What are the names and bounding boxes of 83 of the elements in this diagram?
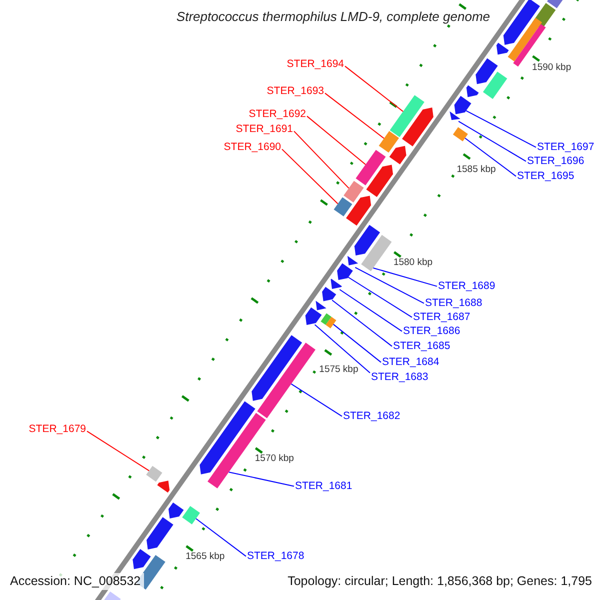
gene-block [356,150,386,186]
gene-label: STER_1683 [371,371,428,384]
gene-label: STER_1686 [403,325,460,338]
gene-label: STER_1697 [537,141,594,154]
leader-line [464,138,516,177]
gene-feature [466,85,479,98]
accession-text: Accession: NC_008532 [7,573,144,590]
scale-label: 1565 kbp [186,551,225,563]
leader-line [466,110,536,148]
leader-line [458,120,526,162]
leader-line [339,289,402,332]
gene-label: STER_1682 [343,410,400,423]
leader-line [372,267,438,287]
gene-label: STER_1678 [247,550,304,563]
gene-label: STER_1692 [248,108,306,121]
leader-line [324,92,384,139]
gene-feature [346,196,372,226]
gene-feature [322,286,336,302]
gene-feature [330,278,342,290]
gene-feature [157,480,170,493]
gene-label: STER_1684 [382,356,440,369]
leader-line [228,472,294,487]
gene-block [326,316,336,328]
leader-line [344,66,404,112]
gene-block [452,127,468,142]
gene-feature [168,502,184,518]
gene-label: STER_1690 [224,141,281,154]
leader-line [282,148,338,204]
gene-block [334,197,352,216]
gene-label: STER_1685 [393,340,450,353]
gene-block [182,506,200,524]
gene-label: STER_1691 [236,123,293,136]
scale-label: 1580 kbp [393,257,433,269]
gene-feature [496,42,509,55]
gene-label: STER_1688 [425,297,482,310]
gene-block [390,95,424,138]
gene-feature [454,96,472,114]
leader-line [348,276,412,318]
leader-line [195,518,246,557]
scale-label: 1590 kbp [532,62,572,73]
gene-label: STER_1681 [295,480,352,493]
leader-line [86,430,150,472]
gene-label: STER_1687 [413,311,470,324]
leader-line [354,266,424,304]
genome-summary: Topology: circular; Length: 1,856,368 bp; Genes: 1,795 [288,574,592,589]
leader-line [294,130,350,189]
gene-label: STER_1696 [527,155,584,168]
gene-block [378,131,399,153]
gene-label: STER_1694 [286,58,344,71]
gene-label: STER_1689 [438,280,496,293]
gene-feature [337,263,353,280]
leader-line [314,324,370,374]
gene-feature [503,0,540,45]
gene-block [257,342,316,418]
gene-block [482,72,508,99]
gene-feature [402,108,434,146]
gene-block [146,466,162,482]
gene-label: STER_1679 [28,423,86,436]
gene-feature [389,146,406,164]
gene-block [508,18,542,62]
gene-feature [476,58,498,84]
gene-feature [305,307,322,325]
gene-feature [316,300,326,310]
gene-label: STER_1695 [517,170,574,183]
gene-block [344,180,364,202]
gene-block [361,234,392,272]
leader-line [332,300,392,347]
gene-feature [252,335,302,401]
gene-feature [347,256,358,266]
leader-line [332,324,382,363]
gene-label: STER_1693 [266,85,324,98]
scale-label: 1585 kbp [456,164,496,176]
diagram-title: Streptococcus thermophilus LMD-9, complete genome [176,9,490,25]
gene-feature [366,164,393,198]
gene-feature [146,517,174,550]
gene-feature [354,224,380,256]
scale-label: 1570 kbp [254,453,294,465]
gene-feature [200,401,256,474]
gene-feature [132,549,151,570]
scale-label: 1575 kbp [319,364,358,376]
leader-line [306,116,366,166]
gene-feature [450,111,460,120]
leader-line [290,383,342,417]
